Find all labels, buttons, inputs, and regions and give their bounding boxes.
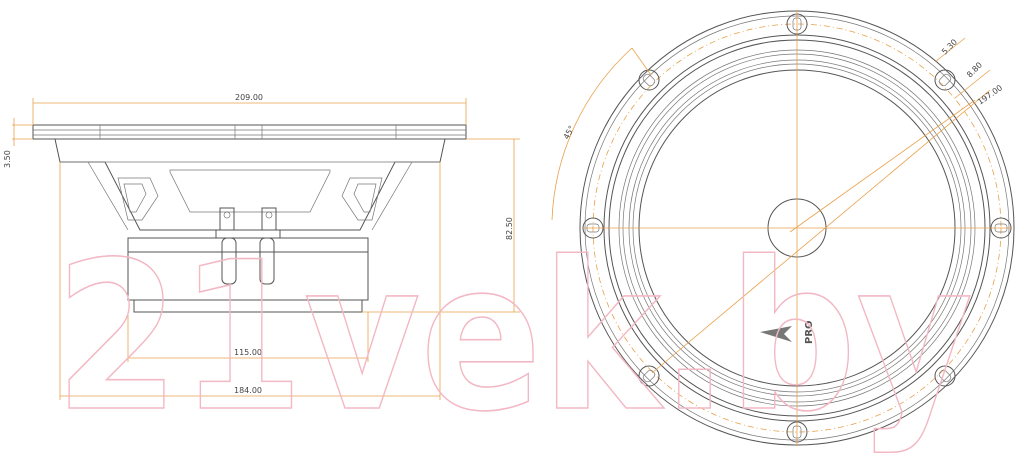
basket-window-right (341, 177, 383, 221)
magnet-plate-bottom (133, 299, 363, 313)
speaker-flange (32, 124, 467, 140)
basket-window-left (117, 177, 159, 221)
brand-logo: PRO (760, 320, 815, 344)
dim-magnet: 115.00 (234, 348, 262, 357)
dim-basket: 184.00 (234, 386, 262, 395)
dim-top-width: 209.00 (235, 93, 263, 102)
dim-flange-thickness: 3.50 (3, 150, 12, 168)
side-dimensions: 209.00 3.50 82.50 115.00 184.00 (3, 93, 520, 400)
logo-text: PRO (804, 320, 815, 344)
side-view: 209.00 3.50 82.50 115.00 184.00 (3, 93, 520, 400)
speaker-basket (54, 138, 446, 231)
dim-hole-1: 5.30 (940, 37, 959, 56)
dim-depth: 82.50 (505, 217, 514, 240)
watermark-text: 21vek.by (55, 219, 973, 456)
front-view: 45° 5.30 8.80 197.00 PRO (551, 10, 1015, 446)
dim-bolt-circle: 197.00 (976, 83, 1004, 106)
